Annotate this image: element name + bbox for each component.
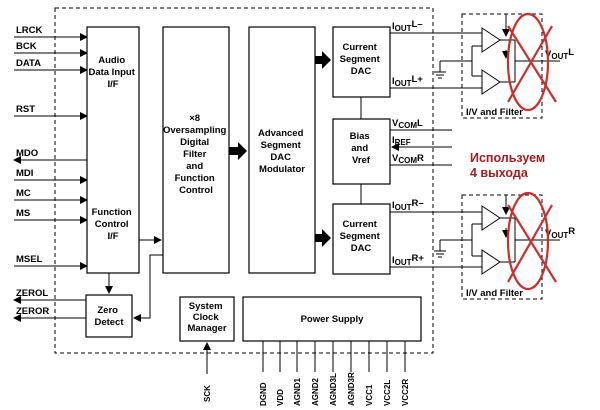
pin-rst: RST <box>16 104 35 115</box>
pin-data: DATA <box>16 58 41 69</box>
iv-filter-left-box <box>461 13 543 119</box>
power-supply-label: Power Supply <box>301 314 365 325</box>
dac-output-labels: IOUTL– IOUTL+ VCOML IREF VCOMR IOUTR– IO… <box>392 19 424 267</box>
bias-label: Bias and Vref <box>350 131 373 166</box>
iv-filter-right-circuit <box>434 195 560 275</box>
pin-vcc1: VCC1 <box>365 384 374 406</box>
vcom-l-label: VCOML <box>392 118 423 130</box>
pin-zerol: ZEROL <box>16 288 48 299</box>
power-pin-lines <box>262 341 406 372</box>
audio-if-label: Audio Data Input I/F <box>88 55 137 90</box>
filter-to-zero-arrow <box>133 254 163 322</box>
pin-vcc2r: VCC2R <box>401 379 410 406</box>
data-path-arrows <box>229 51 331 247</box>
clock-manager-block <box>179 296 235 342</box>
chip-outline <box>54 7 434 354</box>
clock-manager-label: System Clock Manager <box>187 301 226 334</box>
dac-left-block <box>332 26 391 98</box>
modulator-block <box>248 26 316 274</box>
cross-out-right <box>506 191 557 291</box>
bottom-pin-labels: SCK DGND VDD AGND1 AGND2 AGND3L AGND3R V… <box>203 372 410 406</box>
function-control-label: Function Control I/F <box>92 207 135 242</box>
pin-lrck: LRCK <box>16 25 43 36</box>
zero-detect-label: Zero Detect <box>94 305 124 328</box>
pin-vdd: VDD <box>276 389 285 406</box>
left-pin-labels: LRCK BCK DATA RST MDO MDI MC MS MSEL ZER… <box>16 25 49 317</box>
iout-l-minus-label: IOUTL– <box>392 19 423 33</box>
bias-vref-block <box>332 118 391 185</box>
dac-output-lines <box>390 32 483 268</box>
pin-agnd2: AGND2 <box>311 377 320 406</box>
iout-r-plus-label: IOUTR+ <box>392 253 424 267</box>
dac-right-label: Current Segment DAC <box>340 219 383 254</box>
annotation-text: Используем 4 выхода <box>470 151 549 180</box>
pin-msel: MSEL <box>16 254 43 265</box>
audio-function-block <box>86 26 140 274</box>
pin-bck: BCK <box>16 41 37 52</box>
pin-dgnd: DGND <box>259 382 268 406</box>
iout-r-minus-label: IOUTR– <box>392 198 424 212</box>
iv-filter-right-label: I/V and Filter <box>466 288 523 299</box>
vcom-r-label: VCOMR <box>392 153 424 165</box>
iv-filter-left-label: I/V and Filter <box>466 107 523 118</box>
pin-ms: MS <box>16 208 30 219</box>
pin-agnd1: AGND1 <box>293 377 302 406</box>
dac-left-label: Current Segment DAC <box>340 42 383 77</box>
modulator-label: Advanced Segment DAC Modulator <box>258 128 306 175</box>
pin-agnd3l: AGND3L <box>329 373 338 406</box>
pin-mc: MC <box>16 188 31 199</box>
vout-l-label: VOUTL <box>545 47 574 61</box>
pin-agnd3r: AGND3R <box>347 372 356 406</box>
pin-zeror: ZEROR <box>16 306 49 317</box>
iv-filter-right-box <box>461 194 543 300</box>
vout-r-label: VOUTR <box>545 226 575 240</box>
power-supply-block <box>242 296 422 342</box>
dac-right-block <box>332 203 391 275</box>
iv-filter-left-circuit <box>434 14 560 95</box>
oversampling-label: ×8 Oversampling Digital Filter and Funct… <box>163 113 229 196</box>
pin-mdo: MDO <box>16 148 38 159</box>
pin-vcc2l: VCC2L <box>383 380 392 406</box>
pin-sck: SCK <box>203 385 212 402</box>
left-pin-lines <box>13 33 88 322</box>
iout-l-plus-label: IOUTL+ <box>392 74 423 88</box>
pin-mdi: MDI <box>16 168 33 179</box>
cross-out-left <box>506 12 557 112</box>
oversampling-filter-block <box>162 26 230 274</box>
iref-label: IREF <box>392 135 411 147</box>
zero-detect-block <box>85 294 133 338</box>
